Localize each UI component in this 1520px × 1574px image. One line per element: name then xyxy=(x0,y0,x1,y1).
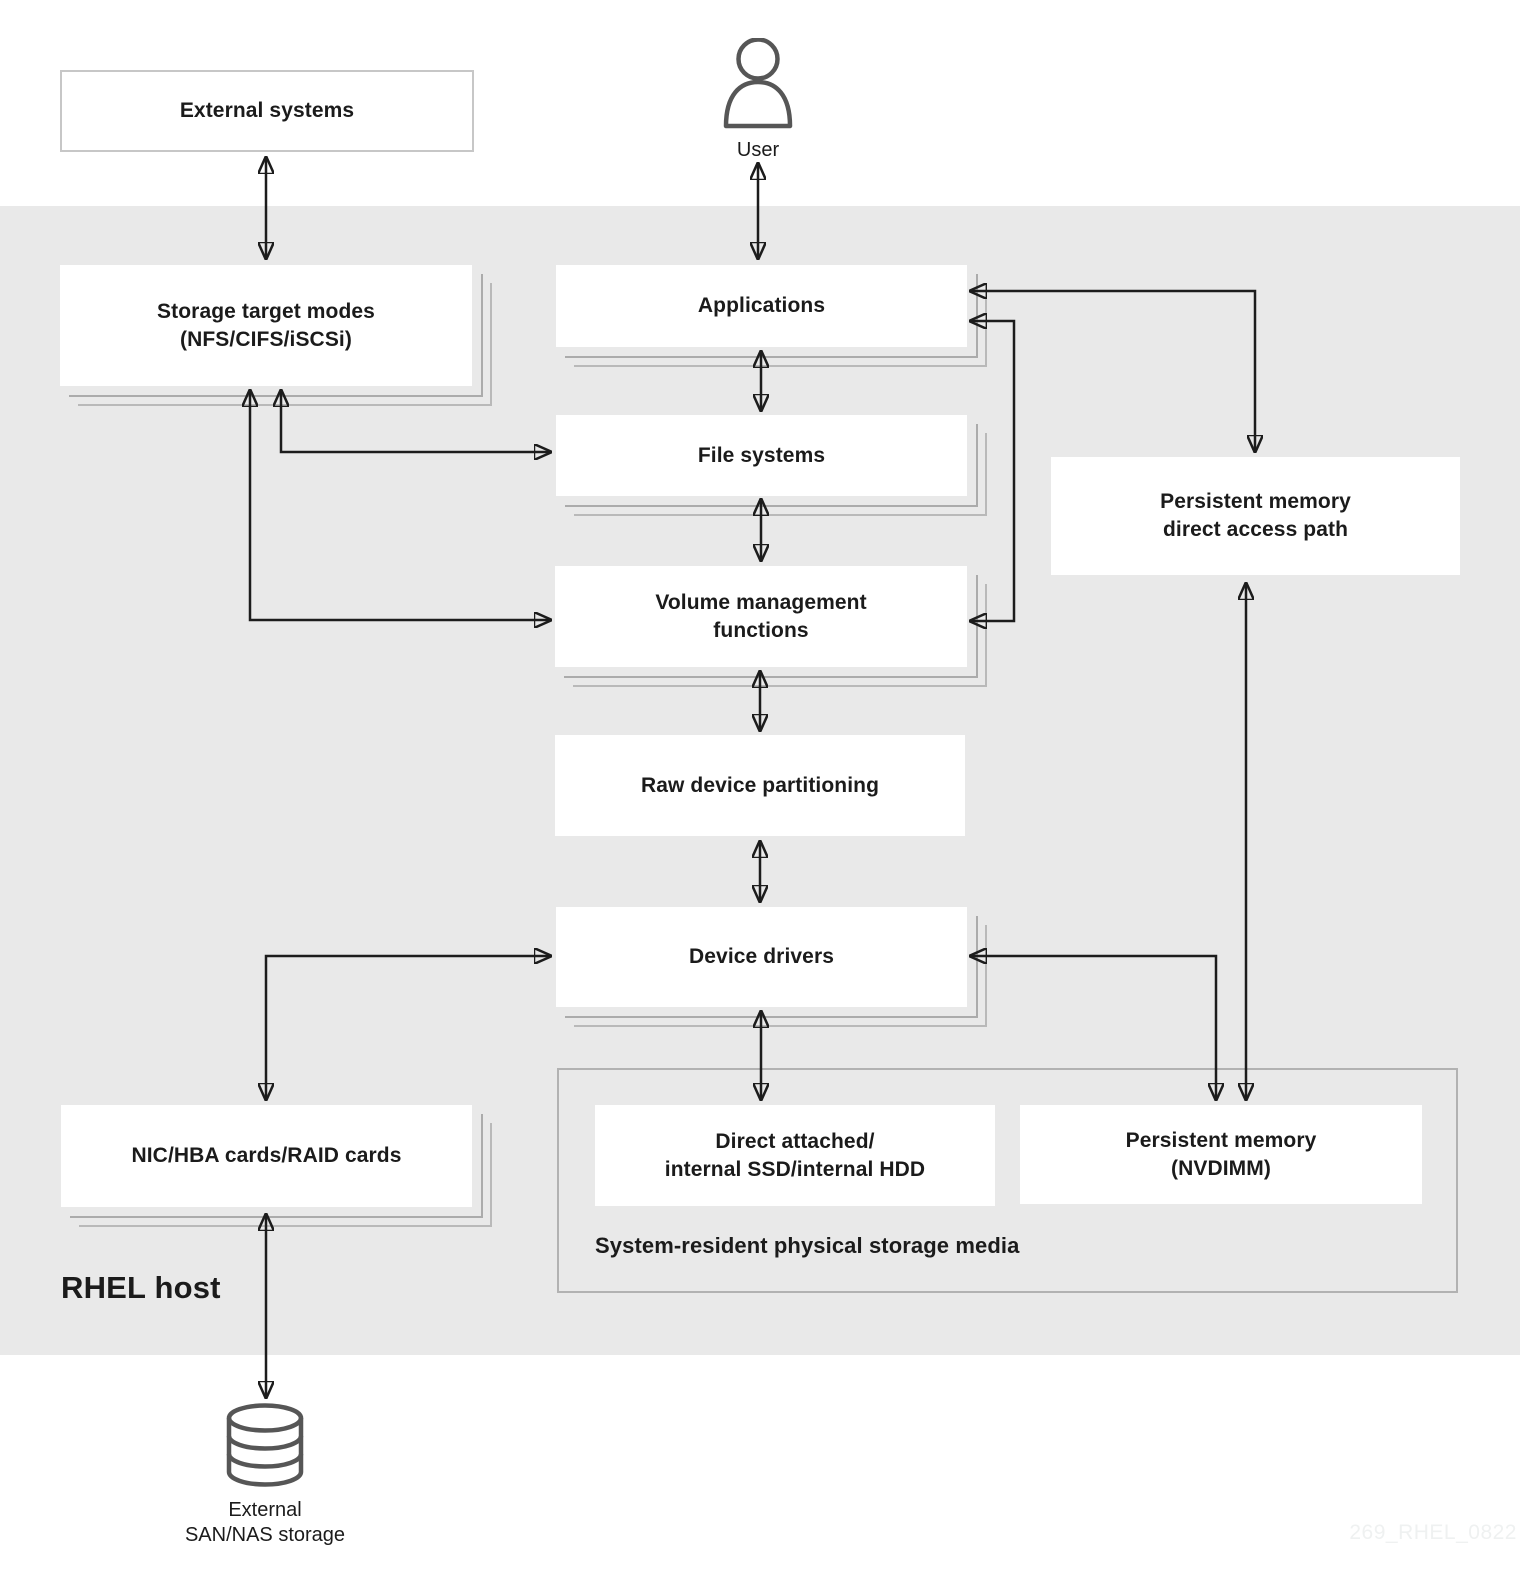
node-label-file-systems: File systems xyxy=(697,443,826,467)
node-nic-hba-raid-cards: NIC/HBA cards/RAID cards xyxy=(61,1105,492,1227)
node-storage-target-modes: Storage target modes (NFS/CIFS/iSCSi) xyxy=(60,265,492,406)
node-direct-attached-storage: Direct attached/ internal SSD/internal H… xyxy=(595,1105,995,1206)
external-san-nas-label: External SAN/NAS storage xyxy=(184,1499,346,1546)
node-volume-management: Volume management functions xyxy=(555,566,987,687)
node-label-applications: Applications xyxy=(697,294,826,318)
node-file-systems: File systems xyxy=(556,415,987,516)
node-label-raw-device-partitioning: Raw device partitioning xyxy=(640,773,879,797)
node-label-device-drivers: Device drivers xyxy=(689,945,834,969)
system-resident-storage-label: System-resident physical storage media xyxy=(595,1233,1020,1258)
node-label-external-systems: External systems xyxy=(179,99,355,123)
node-persistent-memory-nvdimm: Persistent memory (NVDIMM) xyxy=(1020,1105,1422,1204)
watermark: 269_RHEL_0822 xyxy=(1349,1521,1517,1544)
node-device-drivers: Device drivers xyxy=(556,907,987,1027)
rhel-host-label: RHEL host xyxy=(61,1270,221,1305)
user-figure: User xyxy=(718,37,798,162)
user-icon xyxy=(719,37,797,134)
node-label-nic-hba-raid-cards: NIC/HBA cards/RAID cards xyxy=(131,1144,402,1168)
node-label-storage-target-modes: Storage target modes (NFS/CIFS/iSCSi) xyxy=(157,299,375,351)
node-label-volume-management: Volume management functions xyxy=(655,590,867,642)
node-label-persistent-memory-nvdimm: Persistent memory (NVDIMM) xyxy=(1125,1128,1317,1180)
external-san-nas-figure: External SAN/NAS storage xyxy=(165,1403,365,1548)
node-persistent-memory-direct-access-path: Persistent memory direct access path xyxy=(1051,457,1460,575)
node-applications: Applications xyxy=(556,265,987,367)
node-external-systems: External systems xyxy=(60,70,474,152)
database-cylinder-icon xyxy=(224,1403,306,1491)
node-label-direct-attached-storage: Direct attached/ internal SSD/internal H… xyxy=(664,1129,926,1181)
user-label: User xyxy=(736,139,780,161)
node-raw-device-partitioning: Raw device partitioning xyxy=(555,735,965,836)
node-label-persistent-memory-direct-access-path: Persistent memory direct access path xyxy=(1160,490,1351,541)
